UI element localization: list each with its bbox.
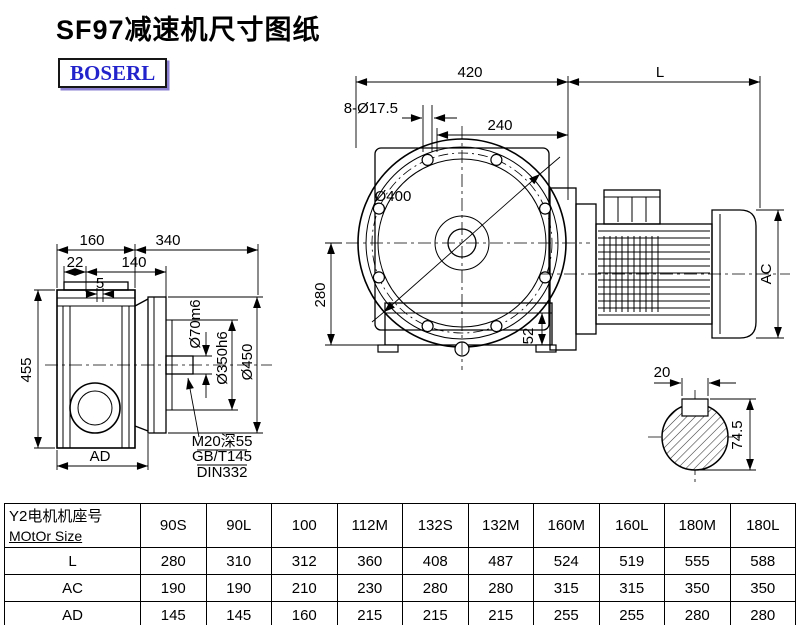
motor-size-label-en: MOtOr Size [9,527,83,544]
dimension-value: 190 [140,574,207,602]
dimension-value: 524 [533,547,600,575]
side-output-bore [69,382,121,434]
motor-assembly [549,187,757,351]
motor-size-header: 132M [467,503,534,548]
extension-lines [34,76,784,471]
dim-dia450-label: Ø450 [239,344,256,381]
dim-L-label: L [656,64,664,81]
dimension-value: 360 [336,547,403,575]
dimension-value: 280 [664,601,731,625]
motor-size-label-cn: Y2电机机座号 [9,507,103,525]
gearbox-side-view [56,281,194,449]
motor-size-header: 132S [402,503,469,548]
bolt-holes [372,153,552,333]
dimension-value: 555 [664,547,731,575]
motor-size-header: 180M [664,503,731,548]
dim-dia400-label: Ø400 [375,188,412,205]
flange-bell [134,298,149,432]
motor-size-header: 112M [336,503,403,548]
terminal-box [603,189,661,225]
dimension-value: 190 [205,574,272,602]
note-din-label: DIN332 [197,464,248,481]
brand-logo: BOSERL [58,58,168,88]
dim-160-label: 160 [79,232,104,249]
side-housing [56,289,136,449]
dimension-value: 315 [533,574,600,602]
dim-340-label: 340 [155,232,180,249]
dim-140-label: 140 [121,254,146,271]
dim-280-label: 280 [312,282,329,307]
dimension-value: 350 [664,574,731,602]
motor-size-header: 90S [140,503,207,548]
dimension-value: 160 [271,601,338,625]
motor-size-label-cell: Y2电机机座号 MOtOr Size [4,503,141,548]
motor-size-header: 160L [598,503,665,548]
dimension-value: 280 [140,547,207,575]
dim-AC-label: AC [758,263,775,284]
row-label: AC [4,574,141,602]
dim-52-label: 52 [520,328,537,345]
output-shaft [165,355,194,375]
dimension-value: 350 [729,574,796,602]
note-m20-label: M20深55 [192,433,253,450]
row-label: AD [4,601,141,625]
dimension-value: 215 [336,601,403,625]
row-label: L [4,547,141,575]
dimension-value: 230 [336,574,403,602]
dimension-value: 280 [729,601,796,625]
dim-AD-label: AD [90,448,111,465]
dimension-value: 519 [598,547,665,575]
dim-dia70-label: Ø70m6 [187,299,204,348]
dim-holes-label: 8-Ø17.5 [344,100,398,117]
dimension-value: 215 [402,601,469,625]
dim-20-label: 20 [654,364,671,381]
dimension-value: 215 [467,601,534,625]
dimension-value: 255 [533,601,600,625]
motor-size-header: 180L [729,503,796,548]
dimension-value: 312 [271,547,338,575]
dimension-value: 280 [402,574,469,602]
keyway [681,398,709,417]
note-gbt-label: GB/T145 [192,448,252,465]
dimension-value: 408 [402,547,469,575]
motor-size-header: 100 [271,503,338,548]
dimension-value: 588 [729,547,796,575]
dimension-value: 315 [598,574,665,602]
dimension-value: 310 [205,547,272,575]
dim-455-label: 455 [18,357,35,382]
shaft-cross-section [661,398,729,471]
dimension-value: 487 [467,547,534,575]
dimension-value: 255 [598,601,665,625]
technical-drawing: 420 L 8-Ø17.5 240 Ø400 280 52 AC 160 340… [18,64,790,484]
motor-size-header: 90L [205,503,272,548]
dimension-value: 145 [140,601,207,625]
dim-5-label: 5 [96,275,104,292]
motor-size-header: 160M [533,503,600,548]
dimension-labels: 420 L 8-Ø17.5 240 Ø400 280 52 AC 160 340… [18,64,775,481]
dimension-value: 210 [271,574,338,602]
fan-cowl [711,209,757,339]
dim-420-label: 420 [457,64,482,81]
dim-745-label: 74.5 [729,420,746,449]
dimension-lines [34,78,782,470]
dim-22-label: 22 [67,254,84,271]
page-title: SF97减速机尺寸图纸 [56,15,321,45]
dim-240-label: 240 [487,117,512,134]
dim-dia350-label: Ø350h6 [214,331,231,384]
dimension-value: 280 [467,574,534,602]
dimension-value: 145 [205,601,272,625]
